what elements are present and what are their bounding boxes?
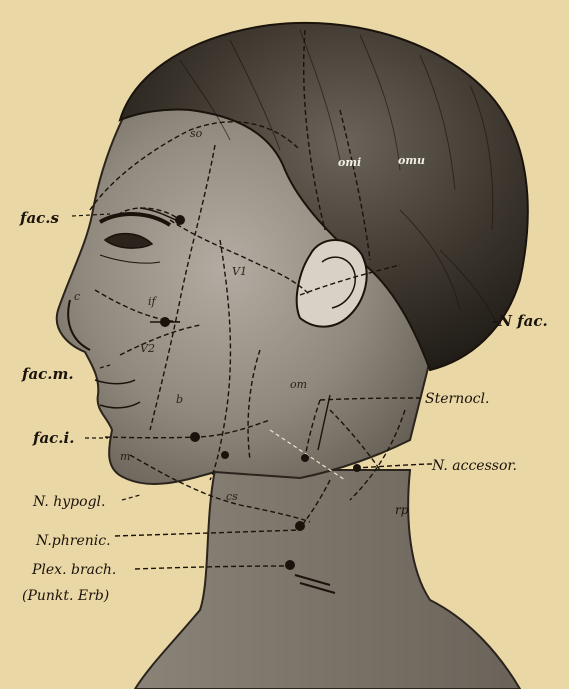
label-b: b [176, 393, 183, 406]
neck-shape [135, 470, 520, 689]
label-fac-m: fac.m. [21, 365, 74, 383]
label-fac-s: fac.s [19, 209, 60, 227]
label-n-accessor: N. accessor. [431, 458, 517, 474]
label-sternocl: Sternocl. [425, 391, 489, 407]
label-rp: rp [395, 503, 409, 517]
label-so: so [190, 127, 203, 140]
label-v1: V1 [232, 265, 247, 278]
label-plex-brach: Plex. brach. [31, 562, 116, 578]
label-fac-i: fac.i. [32, 429, 74, 447]
label-n-hypogl: N. hypogl. [32, 494, 105, 510]
label-omi: omi [338, 156, 361, 169]
label-v2: V2 [140, 342, 155, 355]
label-c: c [74, 290, 80, 303]
label-n-fac: -N fac. [492, 312, 548, 330]
label-m: m [120, 450, 130, 463]
label-omu: omu [398, 154, 425, 167]
label-punkt-erb: (Punkt. Erb) [22, 588, 109, 604]
label-cs: cs [226, 490, 238, 503]
label-n-phrenic: N.phrenic. [35, 533, 111, 549]
label-om: om [290, 378, 307, 391]
